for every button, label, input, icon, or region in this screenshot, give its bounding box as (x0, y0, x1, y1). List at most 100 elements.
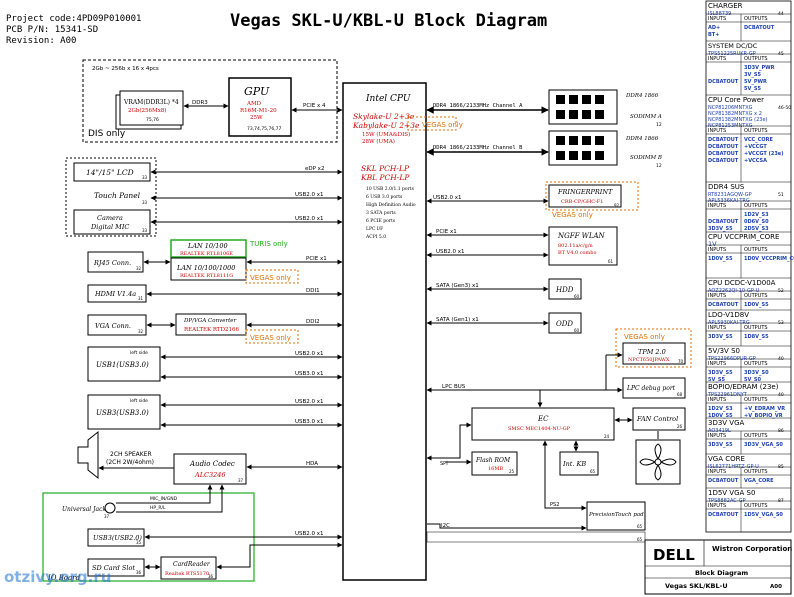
cpu-title: Intel CPU (365, 94, 411, 104)
lan-100-block (170, 239, 247, 258)
power-outputs-header: OUTPUTS (744, 293, 768, 299)
power-charger-out: DCBATOUT (744, 25, 775, 31)
sodimm-b-title: DDR4 1866 (625, 136, 659, 142)
power-core-part1: NCP81206MNTXG (708, 105, 753, 111)
power-core-title: CPU Core Power (708, 96, 764, 104)
dp-vga-block (175, 313, 247, 336)
power-dcdc-title: CPU DCDC-V1D00A (708, 279, 776, 287)
power-pw5v3v-title: 5V/3V S0 (708, 347, 740, 355)
power-core-in3: DCBATOUT (708, 151, 739, 157)
power-ldo-title: LDO-V1D8V (708, 311, 749, 319)
watermark: otzivy.org.ru (4, 568, 111, 586)
flash-title: Flash ROM (475, 457, 511, 464)
power-inputs-header: INPUTS (708, 503, 726, 509)
io-board-label: IO Board (47, 574, 81, 582)
power-ldo-in: 3D3V_S5 (708, 334, 733, 340)
speaker-icon (77, 430, 99, 480)
power-vgacore-in: DCBATOUT (708, 478, 739, 484)
audio-sub: ALC3246 (194, 471, 226, 479)
usb1-title: USB1(USB3.0) (96, 361, 149, 369)
power-ddr4sus-in2: 3D3V_S5 (708, 226, 733, 232)
power-inputs-header: INPUTS (708, 16, 726, 22)
wlan-title: NGFF WLAN (557, 232, 606, 240)
rj45-label: RJ45 Conn. (93, 259, 131, 267)
universal-jack: Universal Jack (62, 506, 106, 513)
touchpad-block (586, 501, 646, 531)
sdcard-page: 36 (136, 570, 142, 575)
project-code: Project code:4PD09P010001 (6, 14, 141, 24)
power-outputs-header: OUTPUTS (744, 469, 768, 475)
lcd-block (73, 162, 151, 182)
lan-100-title: LAN 10/100 (187, 242, 228, 250)
vram-block (119, 90, 184, 126)
i2c-bus-frame (426, 531, 646, 543)
pch-feature3: High Definition Audio (366, 202, 416, 208)
gpu-pages: 73,74,75,76,77 (247, 126, 281, 132)
power-pw5v3v-in2: 5V_S5 (708, 377, 725, 383)
power-vccprim-in: 1D0V_S5 (708, 256, 733, 262)
audio-page: 37 (238, 478, 244, 483)
sata-gen1-label: SATA (Gen1) x1 (436, 317, 479, 323)
cpu-line3: 15W (UMA&DIS) (362, 131, 410, 138)
power-pw5v3v-out1: 3D3V_S0 (744, 370, 769, 376)
power-inputs-header: INPUTS (708, 203, 726, 209)
usb1-usb3-label: USB3.0 x1 (295, 371, 324, 377)
power-vga1d5-title: 1D5V VGA S0 (708, 489, 755, 497)
lan-1000-title: LAN 10/100/1000 (176, 264, 235, 272)
page-title: Vegas SKL-U/KBL-U Block Diagram (230, 11, 547, 31)
fingerprint-vegas-box (545, 181, 639, 211)
usb-wlan-label: USB2.0 x1 (436, 249, 465, 255)
tpm-sub: NPCT650JPAWX (628, 357, 670, 363)
speaker-label2: (2CH 2W/4ohm) (106, 459, 154, 466)
power-vgacore-out: VGA_CORE (744, 478, 774, 484)
ps2-label: PS2 (550, 502, 559, 508)
sdcard-label: SD Card Slot (92, 564, 135, 572)
camera-label2: Digital MIC (90, 223, 129, 231)
power-vccprim-title: CPU VCCPRIM_CORE (708, 233, 779, 241)
sodimm-a-label: SODIMM A (630, 114, 662, 120)
vga-block (87, 314, 147, 336)
ec-block (471, 407, 615, 441)
power-ddr4sus-page: 51 (778, 192, 784, 198)
sodimm-b-label: SODIMM B (630, 155, 662, 161)
universal-jack-icon (104, 502, 116, 514)
power-ldo-out: 1D8V_S5 (744, 334, 769, 340)
power-inputs-header: INPUTS (708, 247, 726, 253)
ec-sub: SMSC MEC1404-NU-GP (508, 426, 571, 432)
cpu-line1: Skylake-U 2+3e (353, 112, 415, 121)
power-charger-title: CHARGER (708, 2, 743, 10)
wlan-sub1: 802.11a/c/g/n (558, 243, 594, 249)
camera-label1: Camera (97, 214, 123, 222)
power-vccprim-sub: 1V (708, 240, 717, 248)
cpu-vegas-only: VEGAS only (422, 121, 463, 129)
sodimm-b-block (548, 130, 618, 166)
vga-vegas-only: VEGAS only (250, 334, 291, 342)
pch-feature7: ACPI 5.0 (365, 234, 386, 240)
pch-line1: SKL PCH-LP (361, 164, 410, 173)
edp-label: eDP x2 (305, 166, 324, 172)
keyboard-page: 65 (590, 469, 596, 474)
touchpad-page: 65 (637, 524, 643, 529)
rj45-page: 32 (136, 266, 142, 271)
tpm-vegas-only: VEGAS only (624, 333, 665, 341)
fingerprint-title: FRINGERPRINT (557, 188, 613, 196)
power-sysdc-out1: 3D3V_PWR (744, 65, 775, 71)
power-core-part1-page: 46-50 (778, 105, 791, 111)
gpu-sub1: AMD (246, 101, 262, 107)
usb-fp-label: USB2.0 x1 (433, 195, 462, 201)
power-outputs-header: OUTPUTS (744, 503, 768, 509)
tpm-block (622, 342, 686, 365)
cardreader-title: CardReader (173, 561, 211, 568)
ddi1-label: DDI1 (306, 288, 320, 294)
power-core-out4: +VCCSA (744, 158, 767, 164)
cpu-line2: Kabylake-U 2+3e (352, 121, 420, 130)
power-vccprim-out: 1D0V_VCCPRIM_CORE (744, 256, 794, 262)
power-vga3d3-in: 3D3V_S5 (708, 442, 733, 448)
hdmi-block (87, 284, 147, 303)
power-vga3d3-title: 3D3V VGA (708, 419, 745, 427)
usb3-usb2-label: USB2.0 x1 (295, 399, 324, 405)
power-inputs-header: INPUTS (708, 56, 726, 62)
wlan-sub2: BT V4.0 combo (558, 250, 597, 256)
gpu-sub2: R16M-M1-20 (240, 108, 277, 114)
power-outputs-header: OUTPUTS (744, 361, 768, 367)
